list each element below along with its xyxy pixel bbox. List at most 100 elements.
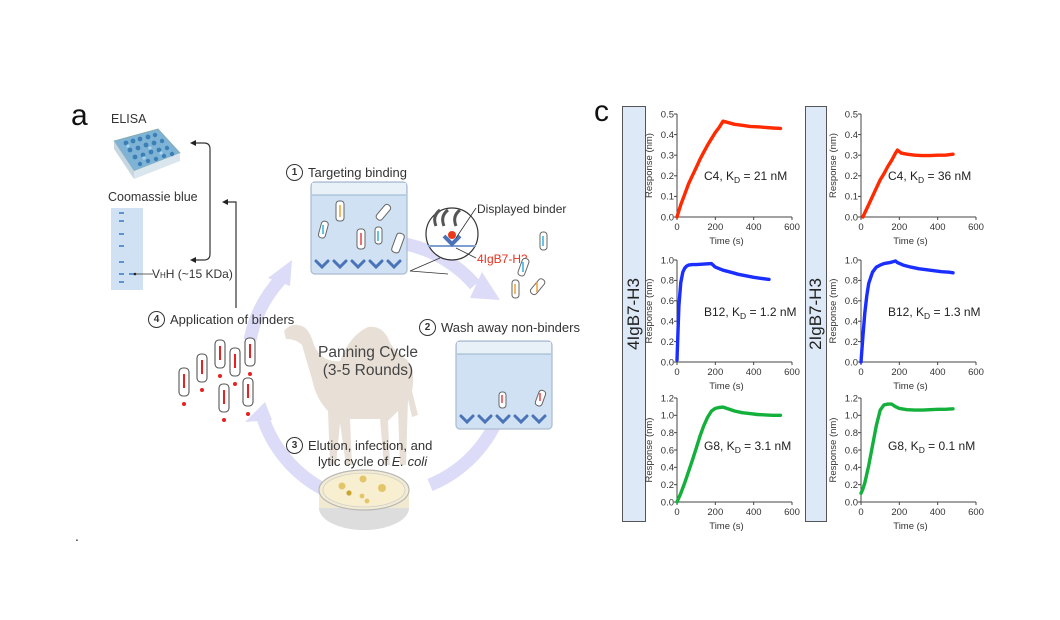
chart-2igb7-h3-g8-kd-annotation: G8, KD = 0.1 nM (888, 439, 975, 455)
stray-period: . (75, 528, 79, 544)
chart-2igb7-h3-b12-kd-annotation: B12, KD = 1.3 nM (888, 305, 981, 321)
elisa-plate-icon (113, 128, 181, 179)
chart-2igb7-h3-b12-xlabel: Time (s) (893, 381, 927, 392)
chart-4igb7-h3-g8-x-tick-label: 200 (707, 507, 723, 518)
chart-2igb7-h3-g8-y-tick-label: 0.0 (845, 497, 858, 508)
step-3-line2: lytic cycle of E. coli (318, 454, 427, 469)
chart-4igb7-h3-c4-ylabel: Response (nm) (644, 133, 655, 198)
chart-2igb7-h3-c4-y-tick-label: 0.3 (845, 151, 858, 162)
chart-4igb7-h3-c4-kd-annotation: C4, KD = 21 nM (704, 169, 787, 185)
camel-icon (284, 324, 418, 465)
chart-4igb7-h3-g8-y-tick-label: 0.8 (661, 428, 674, 439)
chart-2igb7-h3-g8-ylabel: Response (nm) (828, 418, 839, 483)
binding-well-icon (310, 181, 408, 275)
chart-2igb7-h3-b12-series-line (859, 259, 955, 364)
step-2-label: 2 Wash away non-binders (419, 319, 580, 336)
chart-4igb7-h3-b12-x-tick-label: 200 (707, 367, 723, 378)
elisa-coomassie-arrows (190, 140, 237, 308)
chart-4igb7-h3-b12-xlabel: Time (s) (709, 381, 743, 392)
chart-4igb7-h3-g8-y-tick-label: 0.6 (661, 445, 674, 456)
chart-4igb7-h3-g8-kd-annotation: G8, KD = 3.1 nM (704, 439, 791, 455)
chart-2igb7-h3-g8-y-tick-label: 0.2 (845, 480, 858, 491)
chart-4igb7-h3-b12-x-tick-label: 400 (746, 367, 762, 378)
chart-4igb7-h3-c4-x-tick-label: 200 (707, 222, 723, 233)
chart-4igb7-h3-g8-y-tick-label: 1.0 (661, 411, 674, 422)
displayed-binder-label: Displayed binder (477, 202, 567, 216)
chart-2igb7-h3-b12-y-tick-label: 0.6 (845, 296, 858, 307)
step-4-text: Application of binders (170, 312, 295, 327)
panel-a-letter: a (71, 99, 88, 132)
unbound-phages-icon (511, 231, 548, 299)
selected-phages-icon (178, 337, 256, 422)
chart-2igb7-h3-g8-y-tick-label: 0.8 (845, 428, 858, 439)
chart-4igb7-h3-b12-x-tick-label: 0 (674, 367, 679, 378)
chart-4igb7-h3-b12-kd-annotation: B12, KD = 1.2 nM (704, 305, 797, 321)
chart-4igb7-h3-b12-y-tick-label: 0.0 (661, 357, 674, 368)
chart-4igb7-h3-c4-x-tick-label: 400 (746, 222, 762, 233)
chart-2igb7-h3-g8-series-line (859, 402, 955, 495)
chart-2igb7-h3-c4-xlabel: Time (s) (893, 236, 927, 247)
chart-4igb7-h3-g8-y-tick-label: 0.4 (661, 463, 674, 474)
chart-4igb7-h3-b12-ylabel: Response (nm) (644, 279, 655, 344)
chart-2igb7-h3-g8-y-tick-label: 1.0 (845, 411, 858, 422)
step-2-number: 2 (419, 319, 436, 336)
chart-4igb7-h3-g8-ylabel: Response (nm) (644, 418, 655, 483)
chart-4igb7-h3-b12-y-tick-label: 0.2 (661, 337, 674, 348)
chart-4igb7-h3-g8-y-tick-label: 0.2 (661, 480, 674, 491)
chart-2igb7-h3-c4-y-tick-label: 0.2 (845, 171, 858, 182)
cycle-subtitle: (3-5 Rounds) (322, 362, 414, 379)
chart-2igb7-h3-c4-x-tick-label: 600 (968, 222, 984, 233)
chart-2igb7-h3-c4-ylabel: Response (nm) (828, 133, 839, 198)
chart-4igb7-h3-c4-y-tick-label: 0.1 (661, 192, 674, 203)
chart-2igb7-h3-g8-xlabel: Time (s) (893, 521, 927, 532)
chart-2igb7-h3-c4-x-tick-label: 0 (858, 222, 863, 233)
chart-4igb7-h3-b12-y-tick-label: 0.6 (661, 296, 674, 307)
chart-4igb7-h3-b12-y-tick-label: 0.4 (661, 317, 674, 328)
chart-2igb7-h3-c4-y-tick-label: 0.5 (845, 109, 858, 120)
step-1-label: 1 Targeting binding (286, 164, 407, 181)
chart-4igb7-h3-c4-y-tick-label: 0.5 (661, 109, 674, 120)
chart-4igb7-h3-g8-x-tick-label: 400 (746, 507, 762, 518)
chart-4igb7-h3-c4-y-tick-label: 0.4 (661, 130, 674, 141)
target-label: 4IgB7-H3 (477, 252, 528, 266)
step-2-text: Wash away non-binders (441, 320, 580, 335)
chart-2igb7-h3-c4-y-tick-label: 0.0 (845, 212, 858, 223)
chart-4igb7-h3-g8-y-tick-label: 1.2 (661, 393, 674, 404)
vhh-v: V (152, 267, 161, 281)
step-4-label: 4 Application of binders (148, 311, 294, 328)
chart-4igb7-h3-b12-series-line (675, 261, 771, 362)
chart-4igb7-h3-g8-x-tick-label: 0 (674, 507, 679, 518)
petri-dish-icon (318, 469, 410, 530)
chart-2igb7-h3-c4-x-tick-label: 400 (930, 222, 946, 233)
strip-4igb7-h3: 4IgB7-H3 (622, 106, 646, 522)
step-3-organism: E. coli (391, 454, 428, 469)
wash-well-icon (455, 340, 553, 430)
chart-2igb7-h3-c4-y-tick-label: 0.4 (845, 130, 858, 141)
step-3-number: 3 (286, 437, 303, 454)
step-3-label: 3 Elution, infection, and (286, 437, 432, 454)
chart-4igb7-h3-c4-y-tick-label: 0.3 (661, 151, 674, 162)
chart-2igb7-h3-b12-x-tick-label: 600 (968, 367, 984, 378)
chart-2igb7-h3-g8-x-tick-label: 200 (891, 507, 907, 518)
chart-4igb7-h3-b12-y-tick-label: 0.8 (661, 276, 674, 287)
step-3-text-line2: lytic cycle of (318, 454, 392, 469)
chart-2igb7-h3-g8-x-tick-label: 600 (968, 507, 984, 518)
chart-4igb7-h3-g8-x-tick-label: 600 (784, 507, 800, 518)
gel-bands (119, 212, 153, 283)
chart-2igb7-h3-b12-y-tick-label: 0.8 (845, 276, 858, 287)
chart-4igb7-h3-g8-series-line (675, 405, 783, 504)
chart-2igb7-h3-c4-x-tick-label: 200 (891, 222, 907, 233)
chart-4igb7-h3-c4-xlabel: Time (s) (709, 236, 743, 247)
step-1-text: Targeting binding (308, 165, 408, 180)
elisa-label: ELISA (111, 112, 147, 126)
chart-4igb7-h3-b12-y-tick-label: 1.0 (661, 255, 674, 266)
chart-2igb7-h3-b12-y-tick-label: 0.2 (845, 337, 858, 348)
chart-2igb7-h3-b12-ylabel: Response (nm) (828, 279, 839, 344)
chart-4igb7-h3-c4-y-tick-label: 0.2 (661, 171, 674, 182)
cycle-title: Panning Cycle (318, 344, 418, 361)
vhh-label: VHH (~15 KDa) (152, 268, 233, 280)
chart-2igb7-h3-g8-x-tick-label: 0 (858, 507, 863, 518)
chart-2igb7-h3-c4-y-tick-label: 0.1 (845, 192, 858, 203)
chart-4igb7-h3-c4-x-tick-label: 600 (784, 222, 800, 233)
